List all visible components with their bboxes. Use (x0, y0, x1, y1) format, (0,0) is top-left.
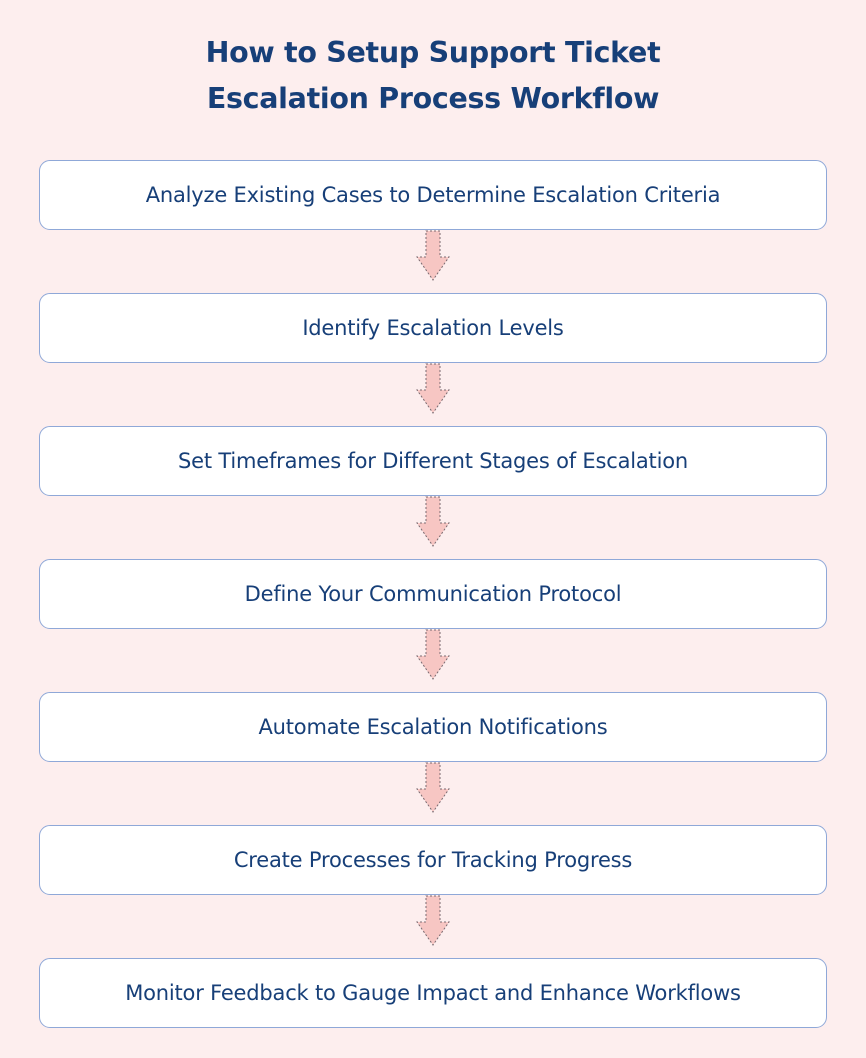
down-arrow-icon (416, 496, 450, 547)
step-connector (39, 762, 827, 825)
down-arrow-icon (416, 629, 450, 680)
title-line-1: How to Setup Support Ticket (205, 36, 661, 69)
step-label: Analyze Existing Cases to Determine Esca… (145, 183, 721, 207)
step-box-3: Set Timeframes for Different Stages of E… (39, 426, 827, 496)
step-label: Create Processes for Tracking Progress (233, 848, 633, 872)
steps-list: Analyze Existing Cases to Determine Esca… (39, 160, 827, 1028)
step-label: Identify Escalation Levels (302, 316, 564, 340)
step-label: Define Your Communication Protocol (244, 582, 622, 606)
step-connector (39, 496, 827, 559)
step-box-7: Monitor Feedback to Gauge Impact and Enh… (39, 958, 827, 1028)
step-box-6: Create Processes for Tracking Progress (39, 825, 827, 895)
step-box-1: Analyze Existing Cases to Determine Esca… (39, 160, 827, 230)
step-box-2: Identify Escalation Levels (39, 293, 827, 363)
step-box-5: Automate Escalation Notifications (39, 692, 827, 762)
step-connector (39, 895, 827, 958)
down-arrow-icon (416, 895, 450, 946)
diagram-title: How to Setup Support Ticket Escalation P… (0, 30, 866, 122)
step-connector (39, 230, 827, 293)
title-line-2: Escalation Process Workflow (206, 82, 660, 115)
step-connector (39, 363, 827, 426)
down-arrow-icon (416, 230, 450, 281)
step-label: Monitor Feedback to Gauge Impact and Enh… (125, 981, 741, 1005)
down-arrow-icon (416, 762, 450, 813)
step-box-4: Define Your Communication Protocol (39, 559, 827, 629)
step-connector (39, 629, 827, 692)
step-label: Automate Escalation Notifications (258, 715, 608, 739)
step-label: Set Timeframes for Different Stages of E… (178, 449, 688, 473)
down-arrow-icon (416, 363, 450, 414)
